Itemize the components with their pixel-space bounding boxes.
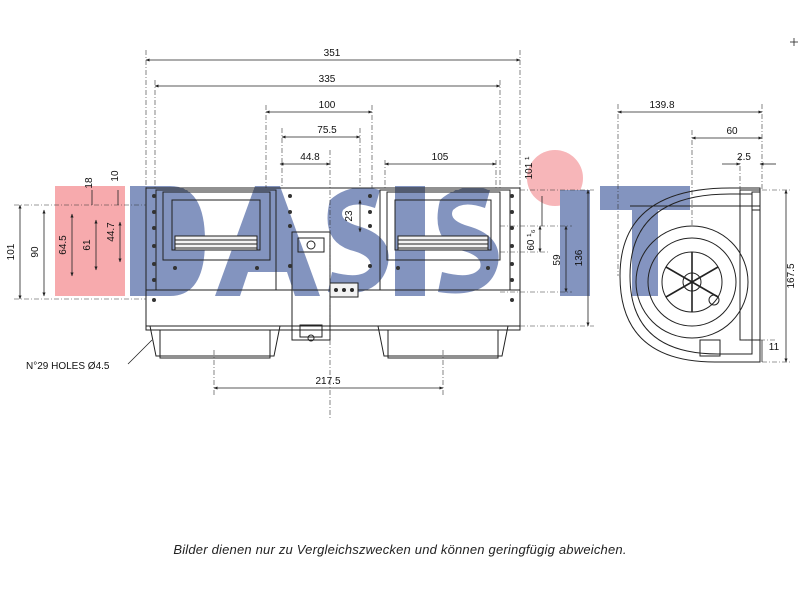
dim-217-5: 217.5: [315, 376, 340, 387]
disclaimer-caption: Bilder dienen nur zu Vergleichszwecken u…: [173, 542, 627, 557]
side-view-blower: [619, 187, 761, 363]
dim-2-5: 2.5: [737, 152, 751, 163]
dim-10: 10: [110, 170, 121, 182]
dim-11: 11: [769, 342, 780, 353]
dim-75-5: 75.5: [317, 125, 337, 136]
dim-101: 101: [6, 243, 17, 260]
fan-impeller-blades: [665, 252, 719, 312]
dim-100: 100: [319, 100, 336, 111]
dim-90: 90: [30, 246, 41, 258]
dim-18: 18: [84, 177, 95, 189]
holes-note: N°29 HOLES Ø4.5: [26, 361, 110, 372]
dim-44-8: 44.8: [300, 152, 320, 163]
dim-167-5: 167.5: [786, 263, 797, 288]
right-outlet-louvres: [397, 235, 489, 251]
dim-105: 105: [432, 152, 449, 163]
dim-64-5: 64.5: [58, 235, 69, 255]
side-dimension-lines: [617, 38, 798, 363]
dim-59: 59: [552, 254, 563, 266]
dim-351: 351: [324, 48, 341, 59]
dasis-watermark-logo: [55, 150, 690, 296]
dim-60: 60: [726, 126, 738, 137]
dim-335: 335: [319, 74, 336, 85]
left-outlet-louvres: [174, 235, 258, 251]
mounting-holes: [152, 194, 514, 302]
dim-61: 61: [82, 239, 93, 251]
dim-60-tol: 60 ¹₆: [526, 229, 537, 250]
front-view-blower: [145, 187, 521, 359]
dim-44-7: 44.7: [106, 222, 117, 242]
dim-136: 136: [574, 249, 585, 266]
dim-139-8: 139.8: [649, 100, 674, 111]
dimension-labels: 351 335 100 75.5 44.8 105 217.5 18 10 10…: [6, 48, 797, 387]
dim-23: 23: [344, 210, 355, 222]
front-dimension-lines: [14, 50, 594, 420]
dim-101-top: 101 ¹: [524, 156, 535, 179]
